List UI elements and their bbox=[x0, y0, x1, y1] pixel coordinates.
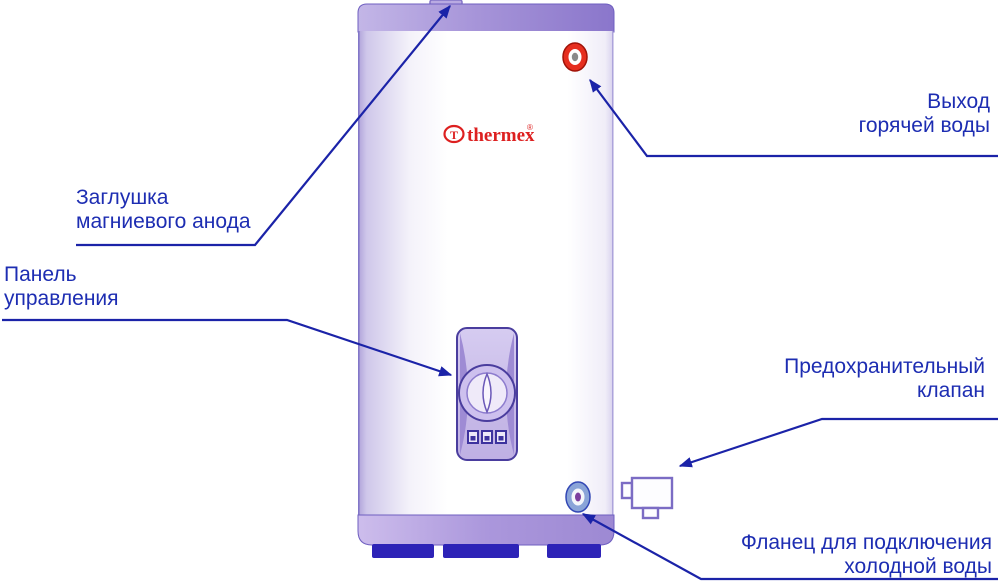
heater-feet bbox=[372, 544, 601, 558]
brand-logo-oval bbox=[443, 124, 465, 144]
foot-right bbox=[547, 544, 601, 558]
label-anode-plug-line1: Заглушка bbox=[76, 186, 169, 209]
brand-logo-text: thermex bbox=[467, 125, 535, 146]
label-hot-water-outlet-line2: горячей воды bbox=[858, 113, 990, 137]
leader-cold-water-flange bbox=[581, 513, 998, 581]
top-cap bbox=[357, 3, 615, 33]
label-anode-plug: Заглушка магниевого анода bbox=[76, 186, 251, 233]
leader-control-panel bbox=[2, 318, 453, 377]
label-cold-water-flange: Фланец для подключения холодной воды bbox=[741, 531, 992, 578]
indicator-lights bbox=[467, 430, 507, 444]
label-hot-water-outlet-line1: Выход bbox=[927, 90, 990, 113]
label-control-panel-line2: управления bbox=[4, 286, 119, 310]
control-panel bbox=[456, 327, 518, 461]
leader-anode-plug bbox=[76, 4, 451, 247]
bottom-cap bbox=[357, 514, 615, 546]
leader-hot-water-outlet bbox=[589, 78, 998, 158]
foot-center bbox=[443, 544, 519, 558]
cold-water-flange-port bbox=[565, 481, 591, 513]
control-knob-grip bbox=[482, 372, 492, 414]
label-safety-valve: Предохранительный клапан bbox=[784, 355, 985, 402]
leader-safety-valve bbox=[678, 417, 998, 468]
label-safety-valve-line1: Предохранительный bbox=[784, 355, 985, 378]
foot-left bbox=[372, 544, 434, 558]
label-control-panel-line1: Панель bbox=[4, 263, 77, 286]
safety-valve-icon bbox=[620, 476, 674, 520]
hot-water-outlet-port bbox=[562, 42, 588, 72]
label-anode-plug-line2: магниевого анода bbox=[76, 209, 251, 233]
label-hot-water-outlet: Выход горячей воды bbox=[859, 90, 990, 137]
brand-logo-monogram: T bbox=[450, 128, 458, 142]
label-safety-valve-line2: клапан bbox=[916, 378, 985, 402]
brand-logo: T thermex ® bbox=[443, 123, 535, 146]
label-cold-water-flange-line1: Фланец для подключения bbox=[740, 531, 992, 554]
label-cold-water-flange-line2: холодной воды bbox=[844, 554, 992, 578]
label-control-panel: Панель управления bbox=[4, 263, 119, 310]
brand-registered-mark: ® bbox=[527, 123, 533, 132]
leader-lines bbox=[2, 4, 998, 581]
